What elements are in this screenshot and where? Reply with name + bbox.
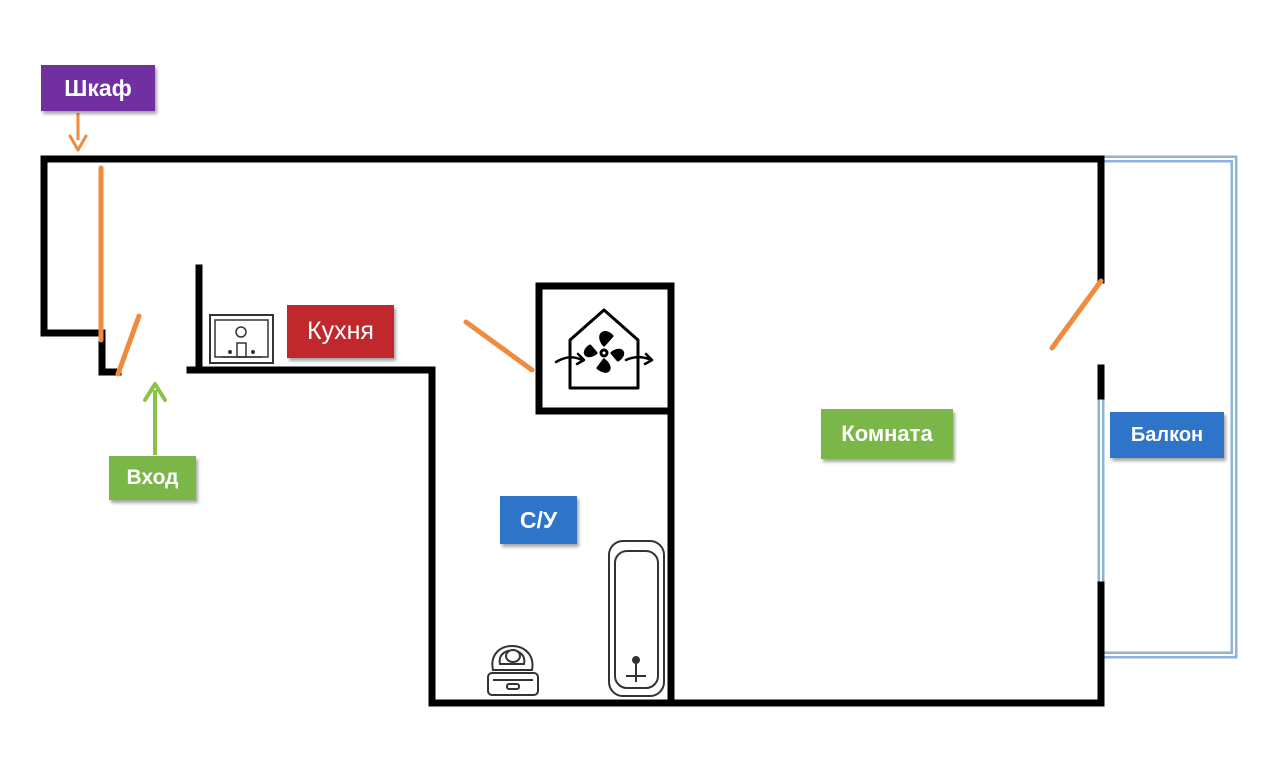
walls (40, 155, 1105, 707)
ventilation-fan-icon (554, 308, 654, 390)
balcony-door (1049, 278, 1104, 351)
room-label: Комната (821, 409, 953, 459)
bathroom-label: С/У (500, 496, 577, 544)
balcony-label: Балкон (1110, 412, 1224, 458)
doors (98, 165, 1104, 377)
bathroom-door (463, 319, 535, 373)
balcony-frame (1097, 155, 1238, 659)
wardrobe-label: Шкаф (41, 65, 155, 111)
wardrobe-arrow (68, 113, 88, 152)
entrance-door (115, 313, 142, 377)
kitchen-stove-icon (209, 314, 274, 364)
toilet-icon (487, 645, 539, 696)
entrance-label: Вход (109, 456, 196, 500)
bathtub-icon (608, 540, 665, 697)
entrance-arrow (143, 382, 167, 455)
kitchen-label: Кухня (287, 305, 394, 358)
